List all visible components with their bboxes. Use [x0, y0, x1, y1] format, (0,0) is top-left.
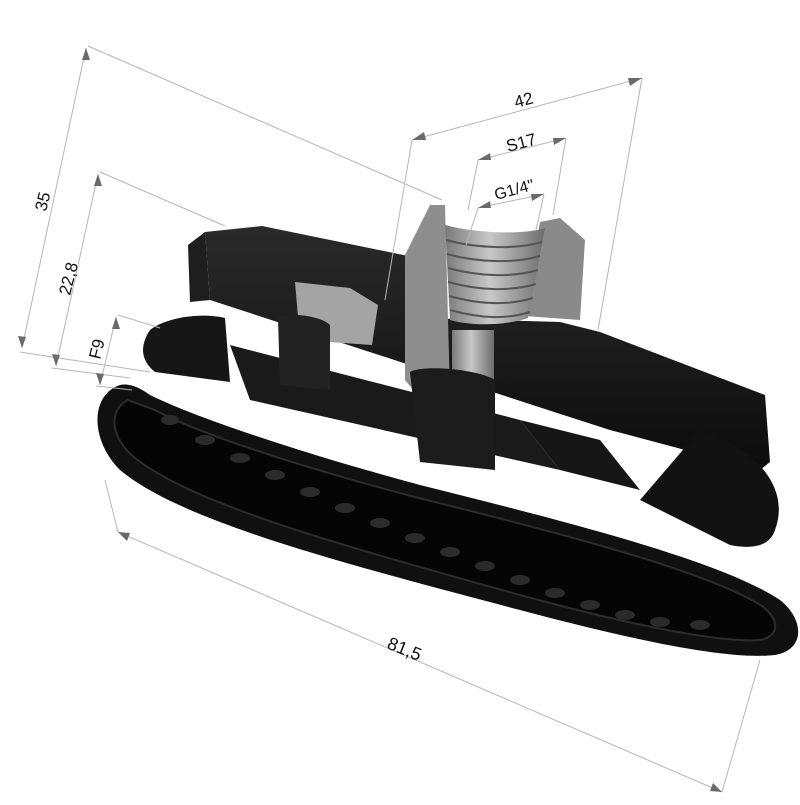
threaded-fitting [278, 205, 585, 470]
cup-inner-ribs [161, 415, 710, 630]
dim-label-wrench-size: S17 [504, 130, 538, 156]
dim-label-body-height: 22,8 [55, 260, 81, 297]
suction-cup-illustration [97, 205, 799, 656]
cup-left-lip [143, 315, 230, 382]
dim-label-fitting-width: 42 [512, 89, 535, 112]
cup-upper-lip [640, 430, 779, 547]
dim-label-foot-height: F9 [85, 337, 108, 361]
dim-label-total-height: 35 [31, 190, 54, 213]
dimension-lines [18, 45, 761, 793]
dim-label-length: 81,5 [385, 633, 425, 665]
